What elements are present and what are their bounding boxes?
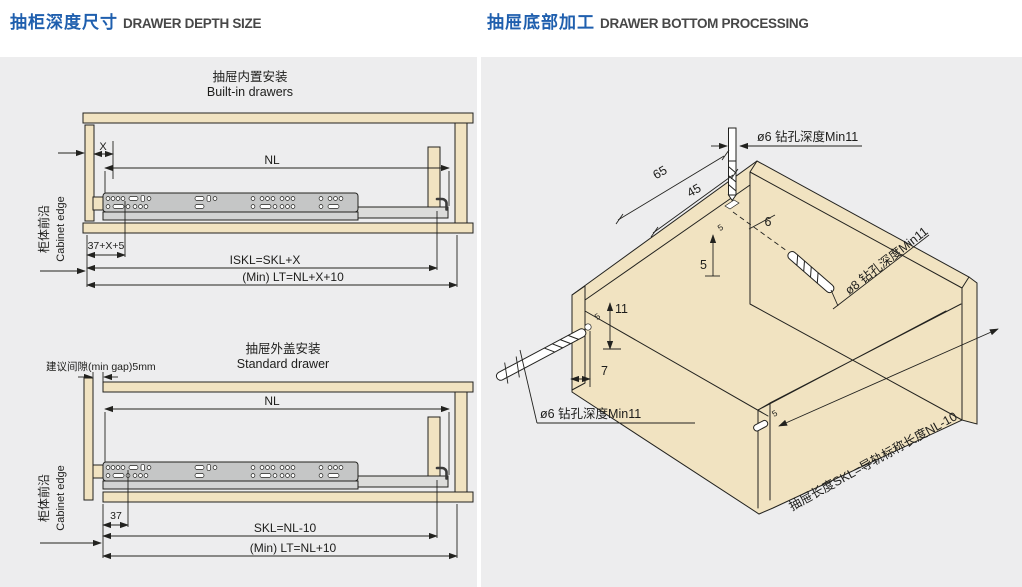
cabinet-edge-label-zh: 柜体前沿 — [36, 205, 51, 253]
drill-top-label: ø6 钻孔深度Min11 — [757, 129, 858, 144]
rail-lower-member — [102, 480, 359, 490]
dim-11-label: 11 — [615, 302, 628, 316]
section-title-en: DRAWER BOTTOM PROCESSING — [600, 16, 809, 31]
drill-diag-underline — [832, 234, 930, 310]
dim-x-label: X — [99, 141, 107, 153]
rear-hook-icon — [435, 197, 448, 211]
drawer-depth-diagram-panel: 抽屉内置安装 Built-in drawers X NL 柜体前沿 Cabine… — [0, 57, 477, 587]
section-title-zh: 抽屉底部加工 — [487, 13, 595, 32]
drill-axis-dashed — [732, 211, 788, 252]
dim-lt-label: (Min) LT=NL+10 — [250, 541, 337, 555]
section-title-bottom-processing: 抽屉底部加工 DRAWER BOTTOM PROCESSING — [487, 8, 809, 33]
rail-hole-pattern — [105, 463, 344, 478]
rail-extension — [356, 206, 449, 219]
diagram-standard-drawer: 抽屉外盖安装 Standard drawer 建议间隙(min gap)5mm … — [36, 341, 474, 560]
rear-hook-icon — [435, 466, 448, 480]
drawer-front-panel — [83, 377, 94, 501]
cabinet-edge-label-zh: 柜体前沿 — [36, 474, 51, 522]
cabinet-back-board — [454, 391, 468, 493]
dim-iskl-label: ISKL=SKL+X — [230, 253, 301, 267]
rail-front-bracket — [92, 464, 104, 479]
cabinet-top-board — [102, 381, 474, 393]
rail-front-bracket — [92, 196, 104, 211]
dim-5-top-label: 5 — [700, 258, 707, 272]
cabinet-back-board — [454, 122, 468, 224]
diagram1-title-zh: 抽屉内置安装 — [212, 69, 287, 84]
drill-bit-vertical-icon — [727, 127, 737, 202]
drawer-depth-diagrams: 抽屉内置安装 Built-in drawers X NL 柜体前沿 Cabine… — [36, 69, 474, 560]
dim-front-offset-label: 37+X+5 — [88, 240, 125, 252]
diagram2-title-en: Standard drawer — [237, 357, 329, 371]
drawer-bottom-processing-diagram: ø6 钻孔深度Min11 65 45 6 5 5 ø8 钻孔深度Min11 11… — [495, 127, 999, 515]
drill-hole-top — [724, 199, 740, 210]
drill-hole-left — [584, 323, 592, 331]
section-title-drawer-depth: 抽柜深度尺寸 DRAWER DEPTH SIZE — [10, 8, 261, 33]
cabinet-edge-label-en: Cabinet edge — [55, 196, 67, 261]
drill-bit-left-icon — [495, 328, 587, 384]
diagram-built-in-drawers: 抽屉内置安装 Built-in drawers X NL 柜体前沿 Cabine… — [36, 69, 474, 289]
dim-5-peg-label: 5 — [770, 408, 779, 419]
drill-bit-diagonal-icon — [787, 250, 835, 294]
dim-6-line — [748, 214, 776, 230]
drawer-bottom-processing-panel: ø6 钻孔深度Min11 65 45 6 5 5 ø8 钻孔深度Min11 11… — [481, 57, 1022, 587]
drawer-isometric-body — [571, 160, 978, 515]
rail-extension — [356, 475, 449, 488]
dim-6-label: 6 — [765, 215, 772, 229]
min-gap-label: 建议间隙(min gap)5mm — [46, 360, 156, 373]
drill-left-leader — [519, 349, 538, 424]
dim-65-45: 65 45 — [615, 149, 739, 238]
cabinet-edge-label-en: Cabinet edge — [55, 465, 67, 530]
section-title-en: DRAWER DEPTH SIZE — [123, 16, 262, 31]
diagram2-title-zh: 抽屉外盖安装 — [245, 341, 320, 356]
cabinet-front-board — [84, 124, 95, 222]
dim-nl-label: NL — [264, 153, 280, 167]
drill-diag-leader — [830, 289, 839, 307]
rail-lower-member — [102, 211, 359, 221]
drawer-silhouette — [571, 160, 978, 515]
drill-left-label: ø6 钻孔深度Min11 — [540, 406, 641, 421]
rear-peg-icon — [753, 419, 769, 432]
dim-65-label: 65 — [650, 163, 669, 182]
dim-lt-label: (Min) LT=NL+X+10 — [242, 270, 344, 284]
cabinet-bottom-board — [102, 491, 474, 503]
dim-5-hole-label: 5 — [716, 222, 726, 233]
dim-5-left-label: 5 — [593, 311, 603, 322]
dim-skl-label: SKL=NL-10 — [254, 521, 317, 535]
section-title-zh: 抽柜深度尺寸 — [10, 13, 118, 32]
diagram1-title-en: Built-in drawers — [207, 85, 293, 99]
dim-45-label: 45 — [684, 181, 703, 200]
skl-dimension-arrow — [778, 328, 999, 427]
rail-hole-pattern — [105, 194, 344, 209]
dim-front-offset-label: 37 — [110, 510, 122, 522]
cabinet-top-board — [82, 112, 474, 124]
cabinet-bottom-board — [82, 222, 474, 234]
dim-nl-label: NL — [264, 394, 280, 408]
dim-7-label: 7 — [601, 364, 608, 378]
